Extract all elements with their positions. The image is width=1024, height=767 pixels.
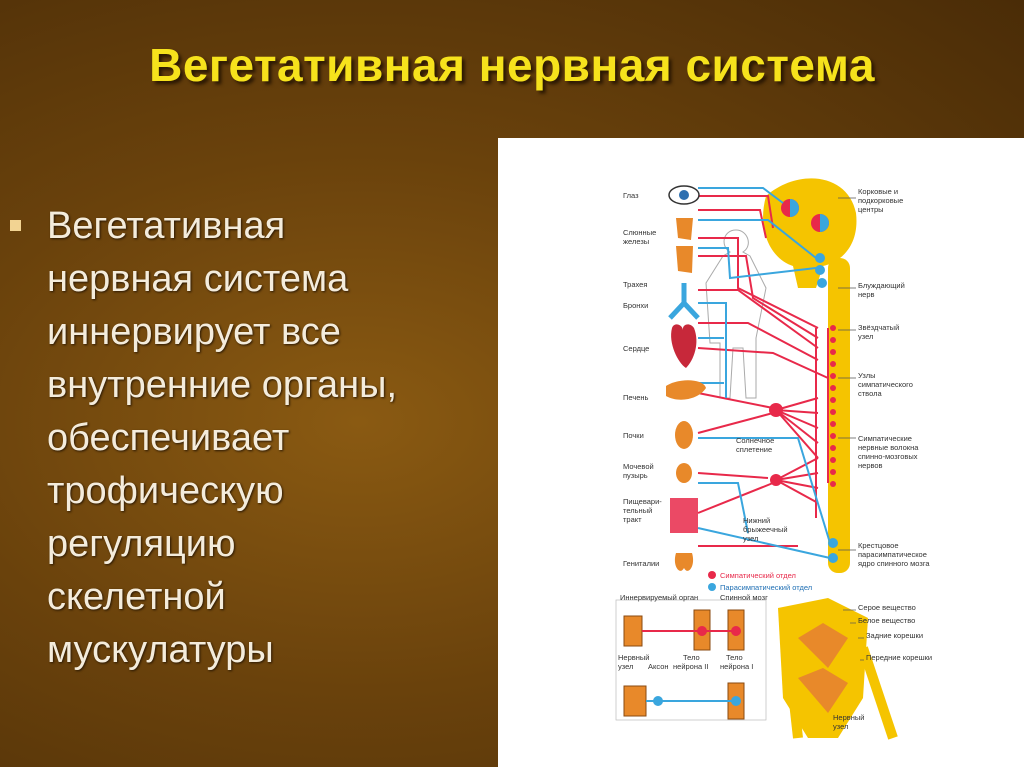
diagram-svg: Глаз Слюнные железы Трахея Бронхи Сердце… [615, 178, 932, 740]
label-trachea: Трахея [623, 280, 647, 289]
heart-icon [671, 324, 697, 368]
label-kidneys: Почки [623, 431, 644, 440]
label-neuron-1b: нейрона I [720, 662, 753, 671]
liver-icon [666, 380, 706, 400]
label-cortex: Корковые и [858, 187, 898, 196]
label-sacral: Крестцовое [858, 541, 899, 550]
label-eye: Глаз [623, 191, 639, 200]
label-cortex-3: центры [858, 205, 884, 214]
label-stellate: Звёздчатый [858, 323, 899, 332]
label-gray-matter: Серое вещество [858, 603, 916, 612]
label-genitalia: Гениталии [623, 559, 659, 568]
label-bottom-node: Нервный [833, 713, 864, 722]
label-trunk-nodes-3: ствола [858, 389, 882, 398]
label-salivary: Слюнные [623, 228, 656, 237]
label-solar: Солнечное [736, 436, 774, 445]
label-trunk-nodes-2: симпатического [858, 380, 913, 389]
bullet-square-icon [10, 220, 21, 231]
label-mesenteric-2: брыжеечный [743, 525, 788, 534]
legend-sympathetic: Симпатический отдел [720, 571, 796, 580]
bullet-list: Вегетативная нервная система иннервирует… [10, 200, 480, 677]
sympathetic-nerves [697, 195, 829, 547]
legend-sympathetic-marker [708, 571, 716, 579]
label-digestive: Пищевари- [623, 497, 662, 506]
label-cortex-2: подкорковые [858, 196, 903, 205]
legend-parasympathetic-marker [708, 583, 716, 591]
nervous-system-diagram: Глаз Слюнные железы Трахея Бронхи Сердце… [498, 138, 1024, 767]
label-innervated-organ: Иннервируемый орган [620, 593, 698, 602]
label-symp-fibers-3: спинно-мозговых [858, 452, 918, 461]
label-bladder: Мочевой [623, 462, 654, 471]
right-labels: Корковые и подкорковые центры Блуждающий… [838, 187, 930, 568]
kidney-icon [675, 421, 693, 449]
label-digestive-2: тельный [623, 506, 652, 515]
organ-labels: Глаз Слюнные железы Трахея Бронхи Сердце… [623, 191, 662, 568]
label-vagus-2: нерв [858, 290, 874, 299]
sympathetic-chain [830, 325, 836, 487]
label-mesenteric: Нижний [743, 516, 770, 525]
bullet-text: Вегетативная нервная система иннервирует… [47, 205, 398, 671]
label-trunk-nodes: Узлы [858, 371, 875, 380]
label-bottom-node-2: узел [833, 722, 848, 731]
label-white-matter: Белое вещество [858, 616, 915, 625]
spinal-cord [828, 258, 850, 573]
label-neuron-1: Тело [726, 653, 743, 662]
label-stellate-2: узел [858, 332, 873, 341]
label-salivary-2: железы [623, 237, 649, 246]
solar-plexus [769, 403, 783, 417]
intestine-icon [670, 498, 698, 533]
label-heart: Сердце [623, 344, 649, 353]
label-solar-2: сплетение [736, 445, 772, 454]
slide-title: Вегетативная нервная система [149, 39, 875, 91]
label-symp-fibers: Симпатические [858, 434, 912, 443]
legend: Симпатический отдел Парасимпатический от… [708, 571, 812, 592]
inset-neuron-chain: Иннервируемый орган Спинной мозг Нервный… [615, 593, 768, 721]
parasympathetic-nerves [697, 187, 831, 559]
label-nerve-node-2: узел [618, 662, 633, 671]
trachea-icon [668, 283, 700, 320]
label-spinal-cord: Спинной мозг [720, 593, 768, 602]
label-vagus: Блуждающий [858, 281, 905, 290]
label-bladder-2: пузырь [623, 471, 648, 480]
label-nerve-node: Нервный [618, 653, 649, 662]
label-axon: Аксон [648, 662, 669, 671]
label-sacral-3: ядро спинного мозга [858, 559, 930, 568]
label-dorsal-roots: Задние корешки [866, 631, 923, 640]
label-mesenteric-3: узел [743, 534, 758, 543]
label-ventral-roots: Передние корешки [866, 653, 932, 662]
label-bronchi: Бронхи [623, 301, 648, 310]
label-digestive-3: тракт [623, 515, 642, 524]
genitalia-icon [674, 553, 694, 571]
inset-spinal-section: Серое вещество Белое вещество Задние кор… [778, 598, 932, 740]
bladder-icon [676, 463, 692, 483]
label-sacral-2: парасимпатическое [858, 550, 927, 559]
body-outline [705, 229, 767, 399]
label-neuron-2b: нейрона II [673, 662, 708, 671]
label-symp-fibers-4: нервов [858, 461, 883, 470]
label-neuron-2: Тело [683, 653, 700, 662]
center-labels: Солнечное сплетение Нижний брыжеечный уз… [736, 436, 788, 543]
salivary-gland-icon [676, 218, 693, 240]
label-symp-fibers-2: нервные волокна [858, 443, 919, 452]
parasympathetic-nuclei [815, 253, 838, 563]
label-liver: Печень [623, 393, 649, 402]
legend-parasympathetic: Парасимпатический отдел [720, 583, 812, 592]
mesenteric-node [770, 474, 782, 486]
organs [666, 185, 706, 571]
